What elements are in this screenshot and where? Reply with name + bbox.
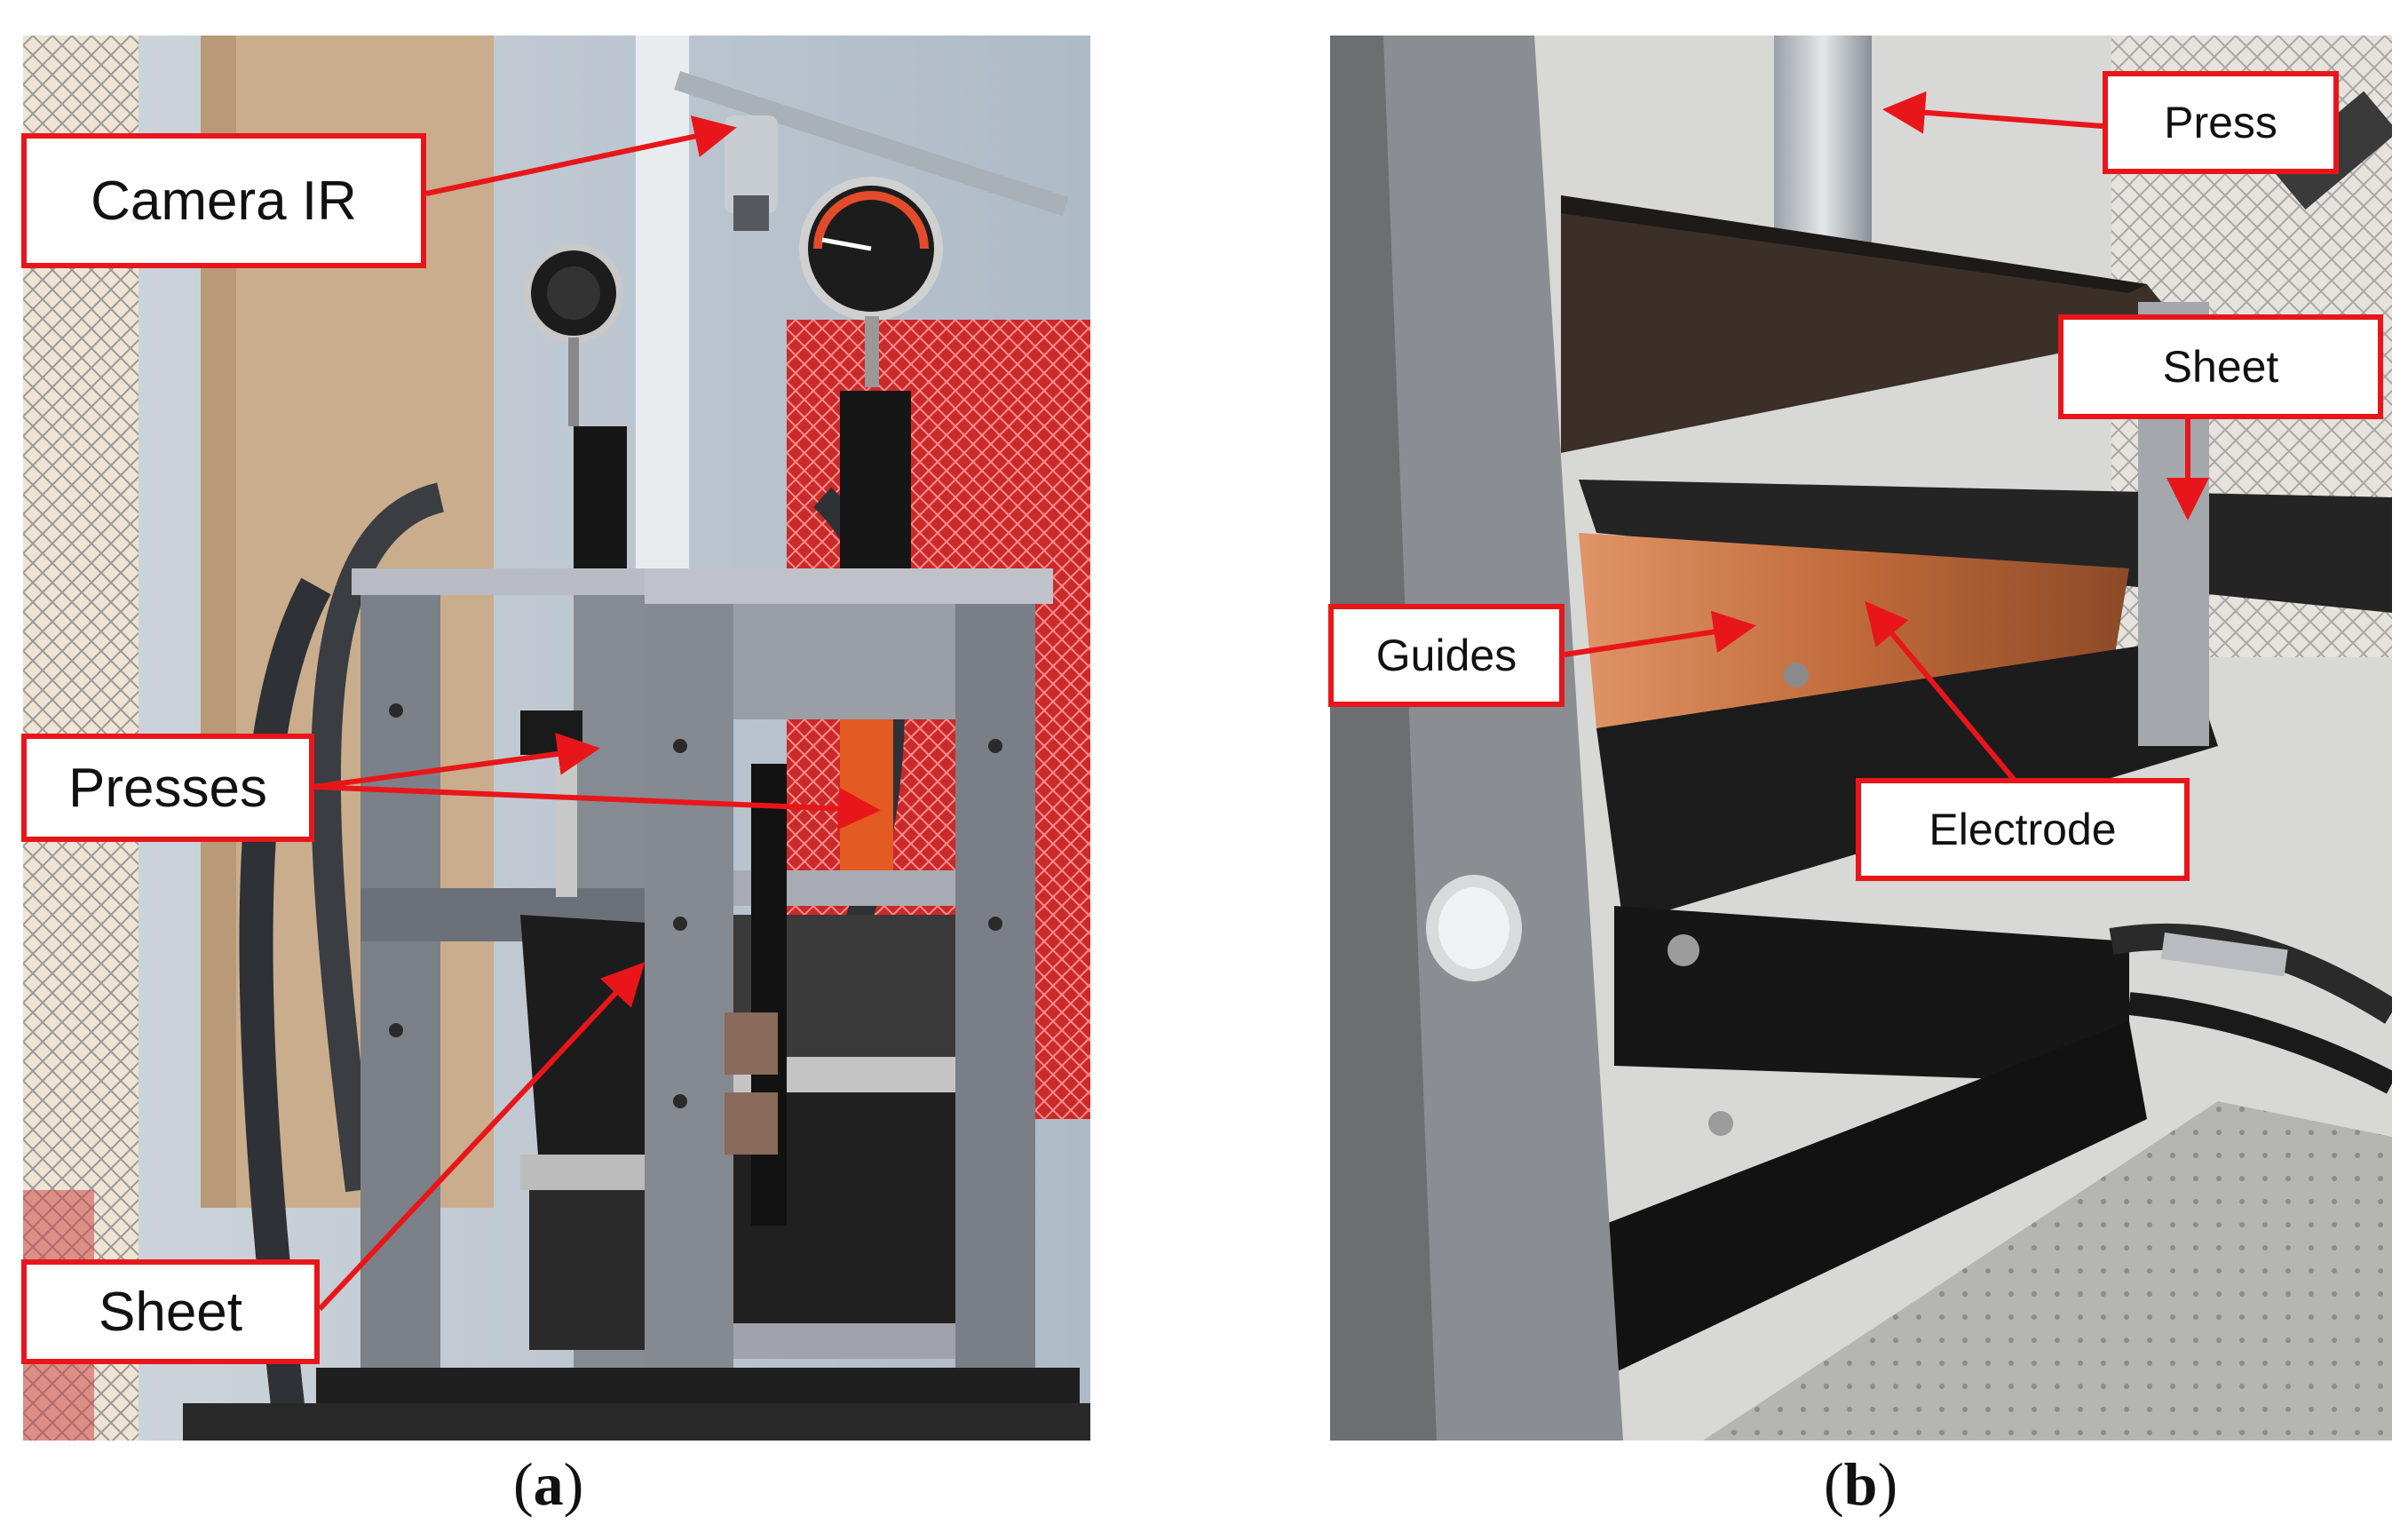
sheet-label-a: Sheet <box>21 1259 320 1364</box>
caption-b: (b) <box>1824 1450 1898 1518</box>
sheet-label-b: Sheet <box>2058 314 2383 419</box>
camera-ir-label: Camera IR <box>21 133 426 268</box>
press-label: Press <box>2103 71 2339 174</box>
photo-panel-b <box>1330 36 2392 1441</box>
guides-label: Guides <box>1328 604 1564 707</box>
caption-a: (a) <box>513 1450 584 1518</box>
electrode-closeup-photo <box>1330 36 2392 1441</box>
electrode-label: Electrode <box>1856 778 2190 881</box>
presses-label: Presses <box>21 734 314 842</box>
